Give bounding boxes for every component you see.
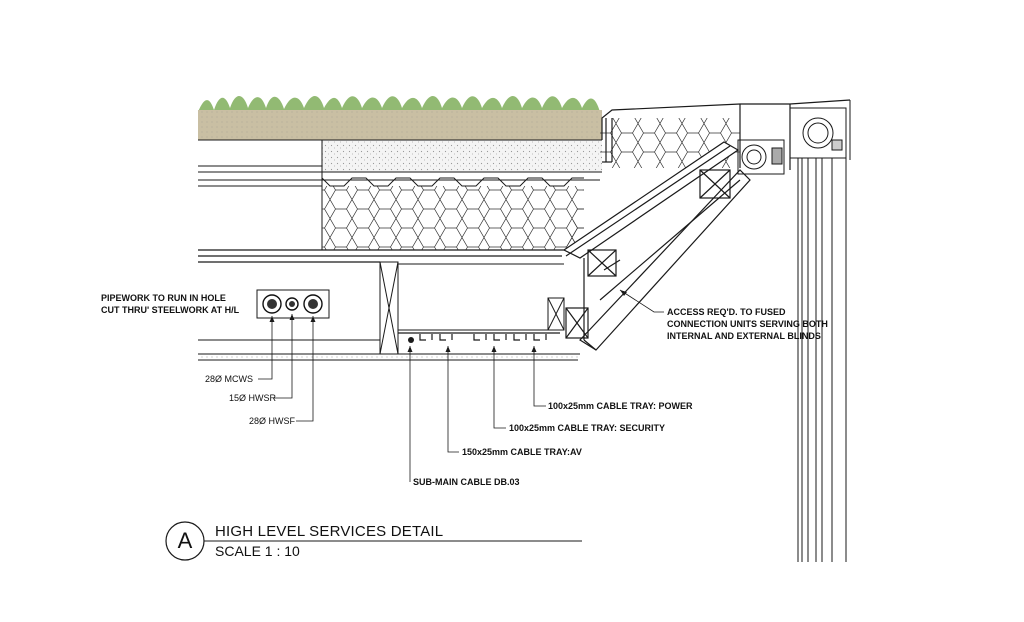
blind-boxes — [737, 107, 847, 175]
tray-power-label: 100x25mm CABLE TRAY: POWER — [548, 401, 693, 411]
title-callout — [165, 521, 582, 561]
pipework-note-line2: CUT THRU' STEELWORK AT H/L — [101, 305, 240, 315]
pipework-sleeve — [256, 289, 330, 319]
access-note-line3: INTERNAL AND EXTERNAL BLINDS — [667, 331, 821, 341]
detail-title: HIGH LEVEL SERVICES DETAIL — [215, 523, 444, 540]
roof-slab-lines — [198, 139, 602, 250]
leader-lines — [258, 289, 664, 482]
tray-security-label: 100x25mm CABLE TRAY: SECURITY — [509, 423, 666, 433]
metal-deck — [321, 177, 584, 187]
sloping-soffit — [562, 141, 751, 351]
access-note-line2: CONNECTION UNITS SERVING BOTH — [667, 319, 828, 329]
pipe-mcws-label: 28Ø MCWS — [205, 374, 254, 384]
leader-arrows — [269, 290, 627, 352]
submain-cable-icon — [408, 337, 414, 343]
submain-label: SUB-MAIN CABLE DB.03 — [413, 477, 520, 487]
cable-trays — [398, 332, 560, 341]
pipe-hwsr-label: 15Ø HWSR — [229, 393, 277, 403]
access-note-line1: ACCESS REQ'D. TO FUSED — [667, 307, 786, 317]
detail-callout-letter: A — [177, 528, 193, 553]
gravel-layer — [322, 140, 602, 172]
curtain-wall — [797, 100, 851, 562]
tray-av-label: 150x25mm CABLE TRAY:AV — [462, 447, 582, 457]
detail-scale: SCALE 1 : 10 — [215, 543, 300, 559]
grass-layer — [198, 95, 602, 140]
pipe-hwsf-label: 28Ø HWSF — [249, 416, 296, 426]
pipework-note-line1: PIPEWORK TO RUN IN HOLE — [101, 293, 226, 303]
slab-underside — [198, 249, 566, 263]
hex-insulation — [322, 186, 584, 250]
